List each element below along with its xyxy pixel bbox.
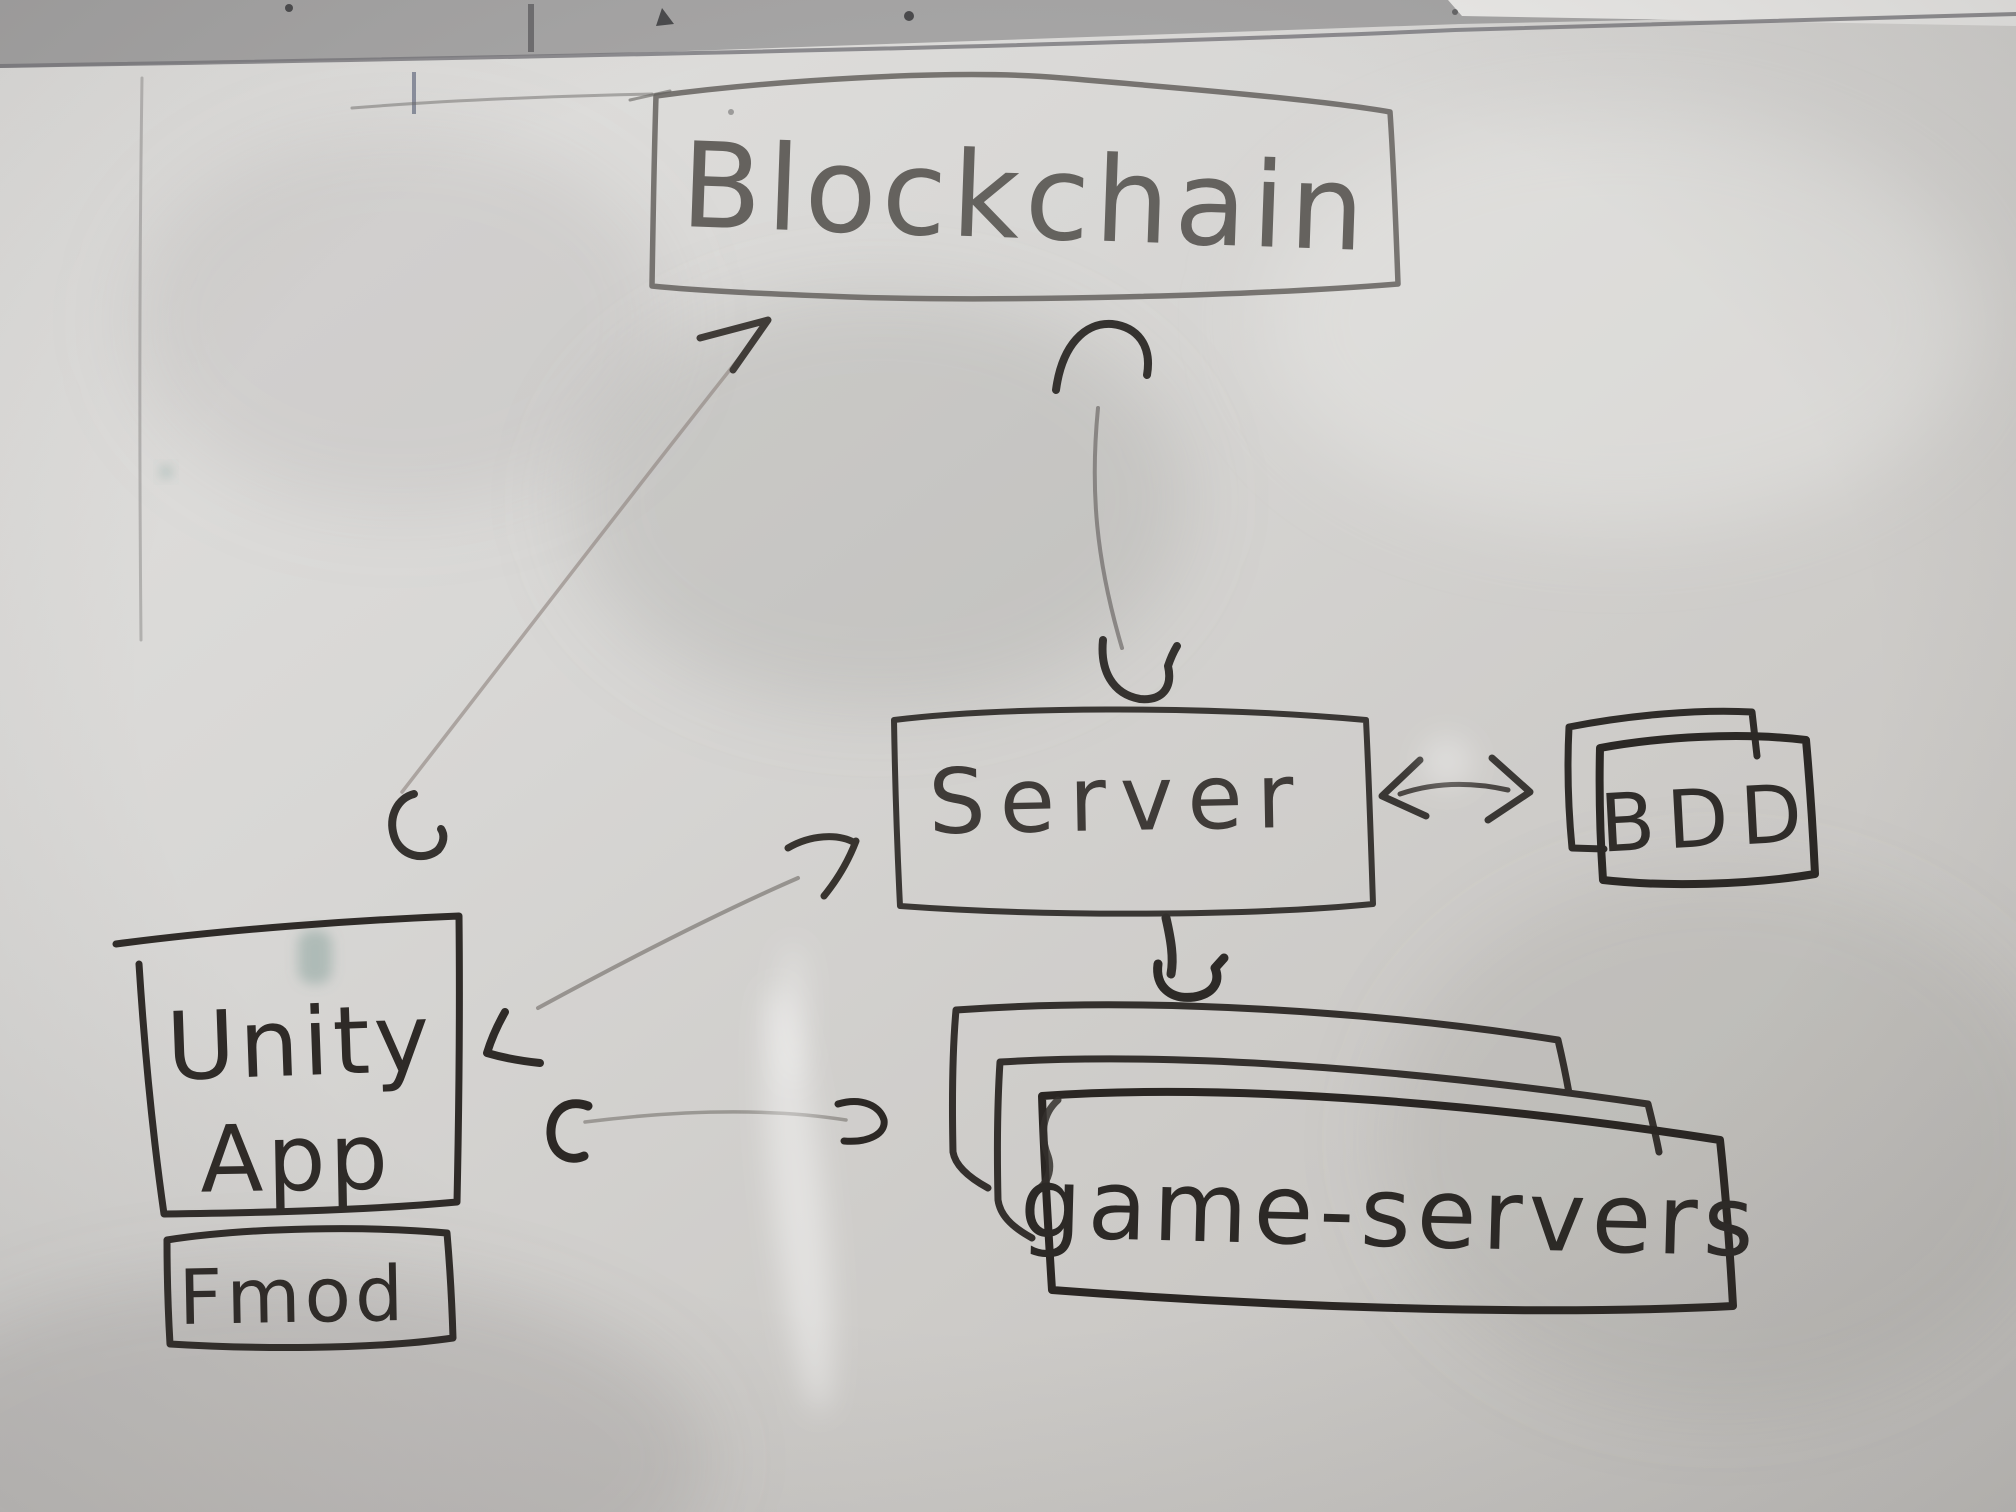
whiteboard-photo: Blockchain Server BDD Unity App	[0, 0, 2016, 1512]
photo-vignette	[0, 0, 2016, 1512]
diagram-canvas: Blockchain Server BDD Unity App	[0, 0, 2016, 1512]
